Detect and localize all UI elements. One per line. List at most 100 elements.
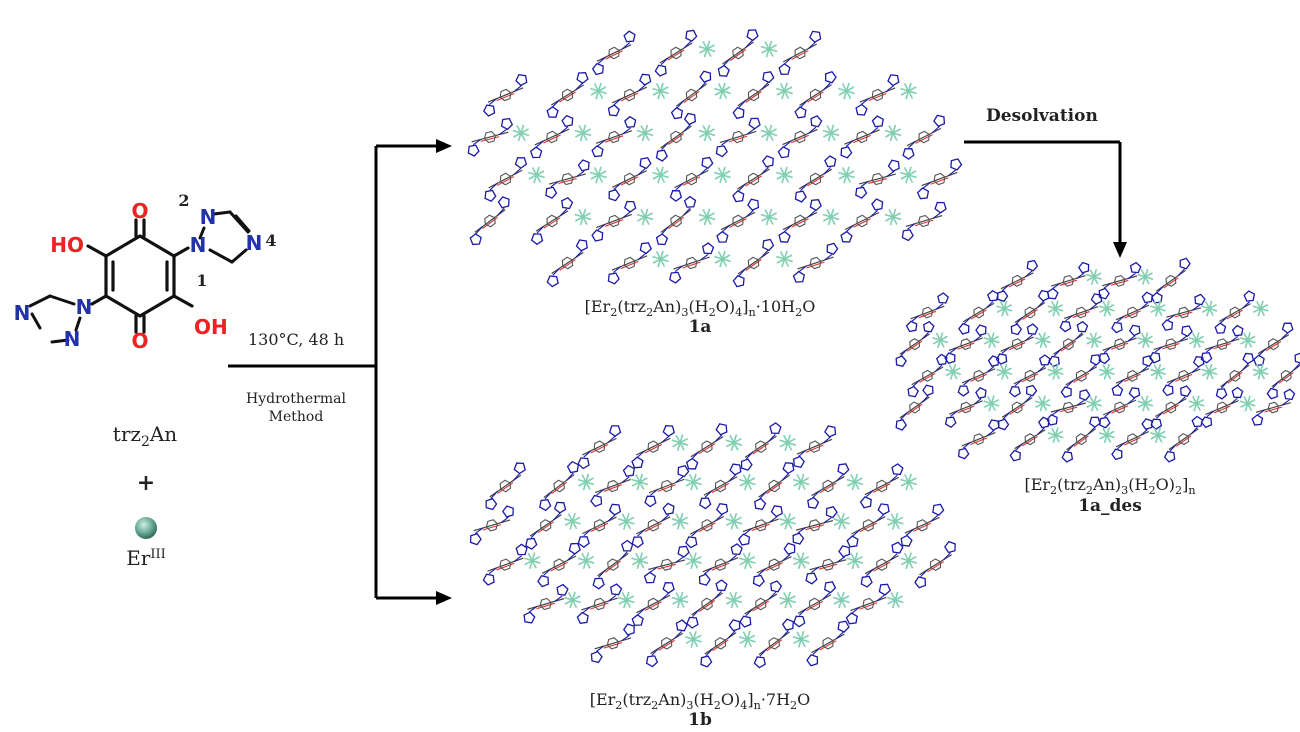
ligand-link xyxy=(513,167,522,175)
compound-id-1a: 1a xyxy=(688,317,712,337)
ligand-link xyxy=(1127,272,1136,279)
ligand-ring xyxy=(608,188,621,202)
ligand-oxygen-edge xyxy=(819,640,837,651)
ligand-backbone xyxy=(844,211,880,231)
ligand-oxygen-edge xyxy=(818,563,838,570)
ligand-ring xyxy=(902,148,915,160)
ligand-ring xyxy=(809,88,822,102)
ligand-ring xyxy=(701,156,714,169)
ligand-oxygen-edge xyxy=(698,522,716,533)
ligand-link xyxy=(536,225,545,234)
ligand-ring xyxy=(1062,401,1075,414)
ligand-ring xyxy=(591,62,604,76)
ligand-ring xyxy=(1126,369,1138,382)
ligand-link xyxy=(607,435,616,443)
ligand-backbone xyxy=(1013,367,1047,385)
ligand-backbone xyxy=(851,516,886,535)
ligand-ring xyxy=(624,115,637,128)
ligand-ring xyxy=(1114,401,1126,414)
ligand-backbone xyxy=(703,476,738,496)
ligand-ring xyxy=(577,159,590,172)
erbium-node xyxy=(776,254,793,264)
ligand-ring xyxy=(699,70,712,83)
ligand-ring xyxy=(685,88,698,102)
ligand-link xyxy=(1191,366,1200,373)
ligand-ring xyxy=(623,30,636,43)
ligand-link xyxy=(513,555,522,562)
ligand-ring xyxy=(623,256,636,270)
ligand-backbone xyxy=(1205,399,1239,416)
ligand-link xyxy=(836,556,845,563)
erbium-node xyxy=(1150,430,1166,440)
ligand-backbone xyxy=(864,555,899,575)
ligand-link xyxy=(675,182,684,191)
ligand-ring xyxy=(838,545,851,558)
ligand-ring xyxy=(922,320,935,333)
ligand-ring xyxy=(754,497,767,511)
erbium-node xyxy=(739,555,756,566)
ligand-ring xyxy=(485,519,499,532)
ligand-ring xyxy=(909,338,921,351)
reaction-arrows xyxy=(228,140,1122,600)
triazole-rings xyxy=(28,210,251,344)
ligand-backbone xyxy=(1063,306,1099,319)
ligand-backbone xyxy=(799,84,832,106)
ligand-ring xyxy=(769,422,782,435)
ligand-ring xyxy=(944,540,956,554)
ligand-link xyxy=(812,490,821,498)
ligand-link xyxy=(727,630,736,639)
ligand-backbone xyxy=(595,213,633,229)
ligand-backbone xyxy=(858,173,897,185)
erbium-node xyxy=(900,86,917,96)
ligand-ring xyxy=(609,583,623,596)
ligand-link xyxy=(637,608,646,616)
erbium-node xyxy=(652,170,669,180)
ligand-atom-labels: O O HO OH N N N N N N xyxy=(14,199,263,353)
ligand-ring xyxy=(856,130,868,144)
ligand-ring xyxy=(607,130,621,144)
ligand-link xyxy=(744,528,753,535)
ligand-ring xyxy=(855,103,868,116)
ligand-link xyxy=(715,514,723,522)
ligand-ring xyxy=(975,387,987,399)
ligand-backbone xyxy=(1255,402,1291,413)
ligand-oxygen-edge xyxy=(644,522,662,533)
erbium-node xyxy=(672,516,689,527)
ligand-oxygen-edge xyxy=(482,524,502,531)
ligand-link xyxy=(490,491,498,499)
ligand-link xyxy=(784,57,792,65)
ligand-ring xyxy=(821,558,835,571)
ligand-ring xyxy=(732,214,744,228)
compound-id-1a-des: 1a_des xyxy=(1078,496,1142,516)
erbium-node xyxy=(578,555,594,566)
ligand-backbone xyxy=(487,557,524,572)
ligand-ring xyxy=(1281,322,1294,334)
ligand-link xyxy=(566,472,574,481)
ligand-backbone xyxy=(948,400,983,415)
erbium-node xyxy=(823,128,839,138)
ligand-ring xyxy=(782,462,795,475)
ligand-link xyxy=(950,346,958,354)
ligand-ring xyxy=(1009,386,1021,398)
ligand-ring xyxy=(1024,433,1036,446)
ligand-link xyxy=(920,569,928,577)
ligand-ring xyxy=(670,46,682,60)
ligand-ring xyxy=(747,198,760,211)
ligand-ring xyxy=(1129,324,1141,337)
ligand-ring xyxy=(545,186,558,199)
ligand-link xyxy=(513,85,522,92)
ligand-ring xyxy=(794,106,807,119)
ligand-ring xyxy=(1126,306,1138,319)
ligand-oxygen-edge xyxy=(868,92,887,102)
erbium-node xyxy=(846,477,863,487)
ligand-ring xyxy=(739,615,752,628)
ligand-ring xyxy=(808,519,821,532)
ligand-ring xyxy=(840,230,853,243)
ligand-ring xyxy=(553,479,565,493)
ligand-ring xyxy=(607,558,619,571)
ligand-ring xyxy=(1165,338,1177,351)
erbium-node xyxy=(1137,335,1153,345)
ligand-backbone xyxy=(811,633,845,654)
ligand-ring xyxy=(901,229,914,242)
ligand-ring xyxy=(575,239,588,252)
